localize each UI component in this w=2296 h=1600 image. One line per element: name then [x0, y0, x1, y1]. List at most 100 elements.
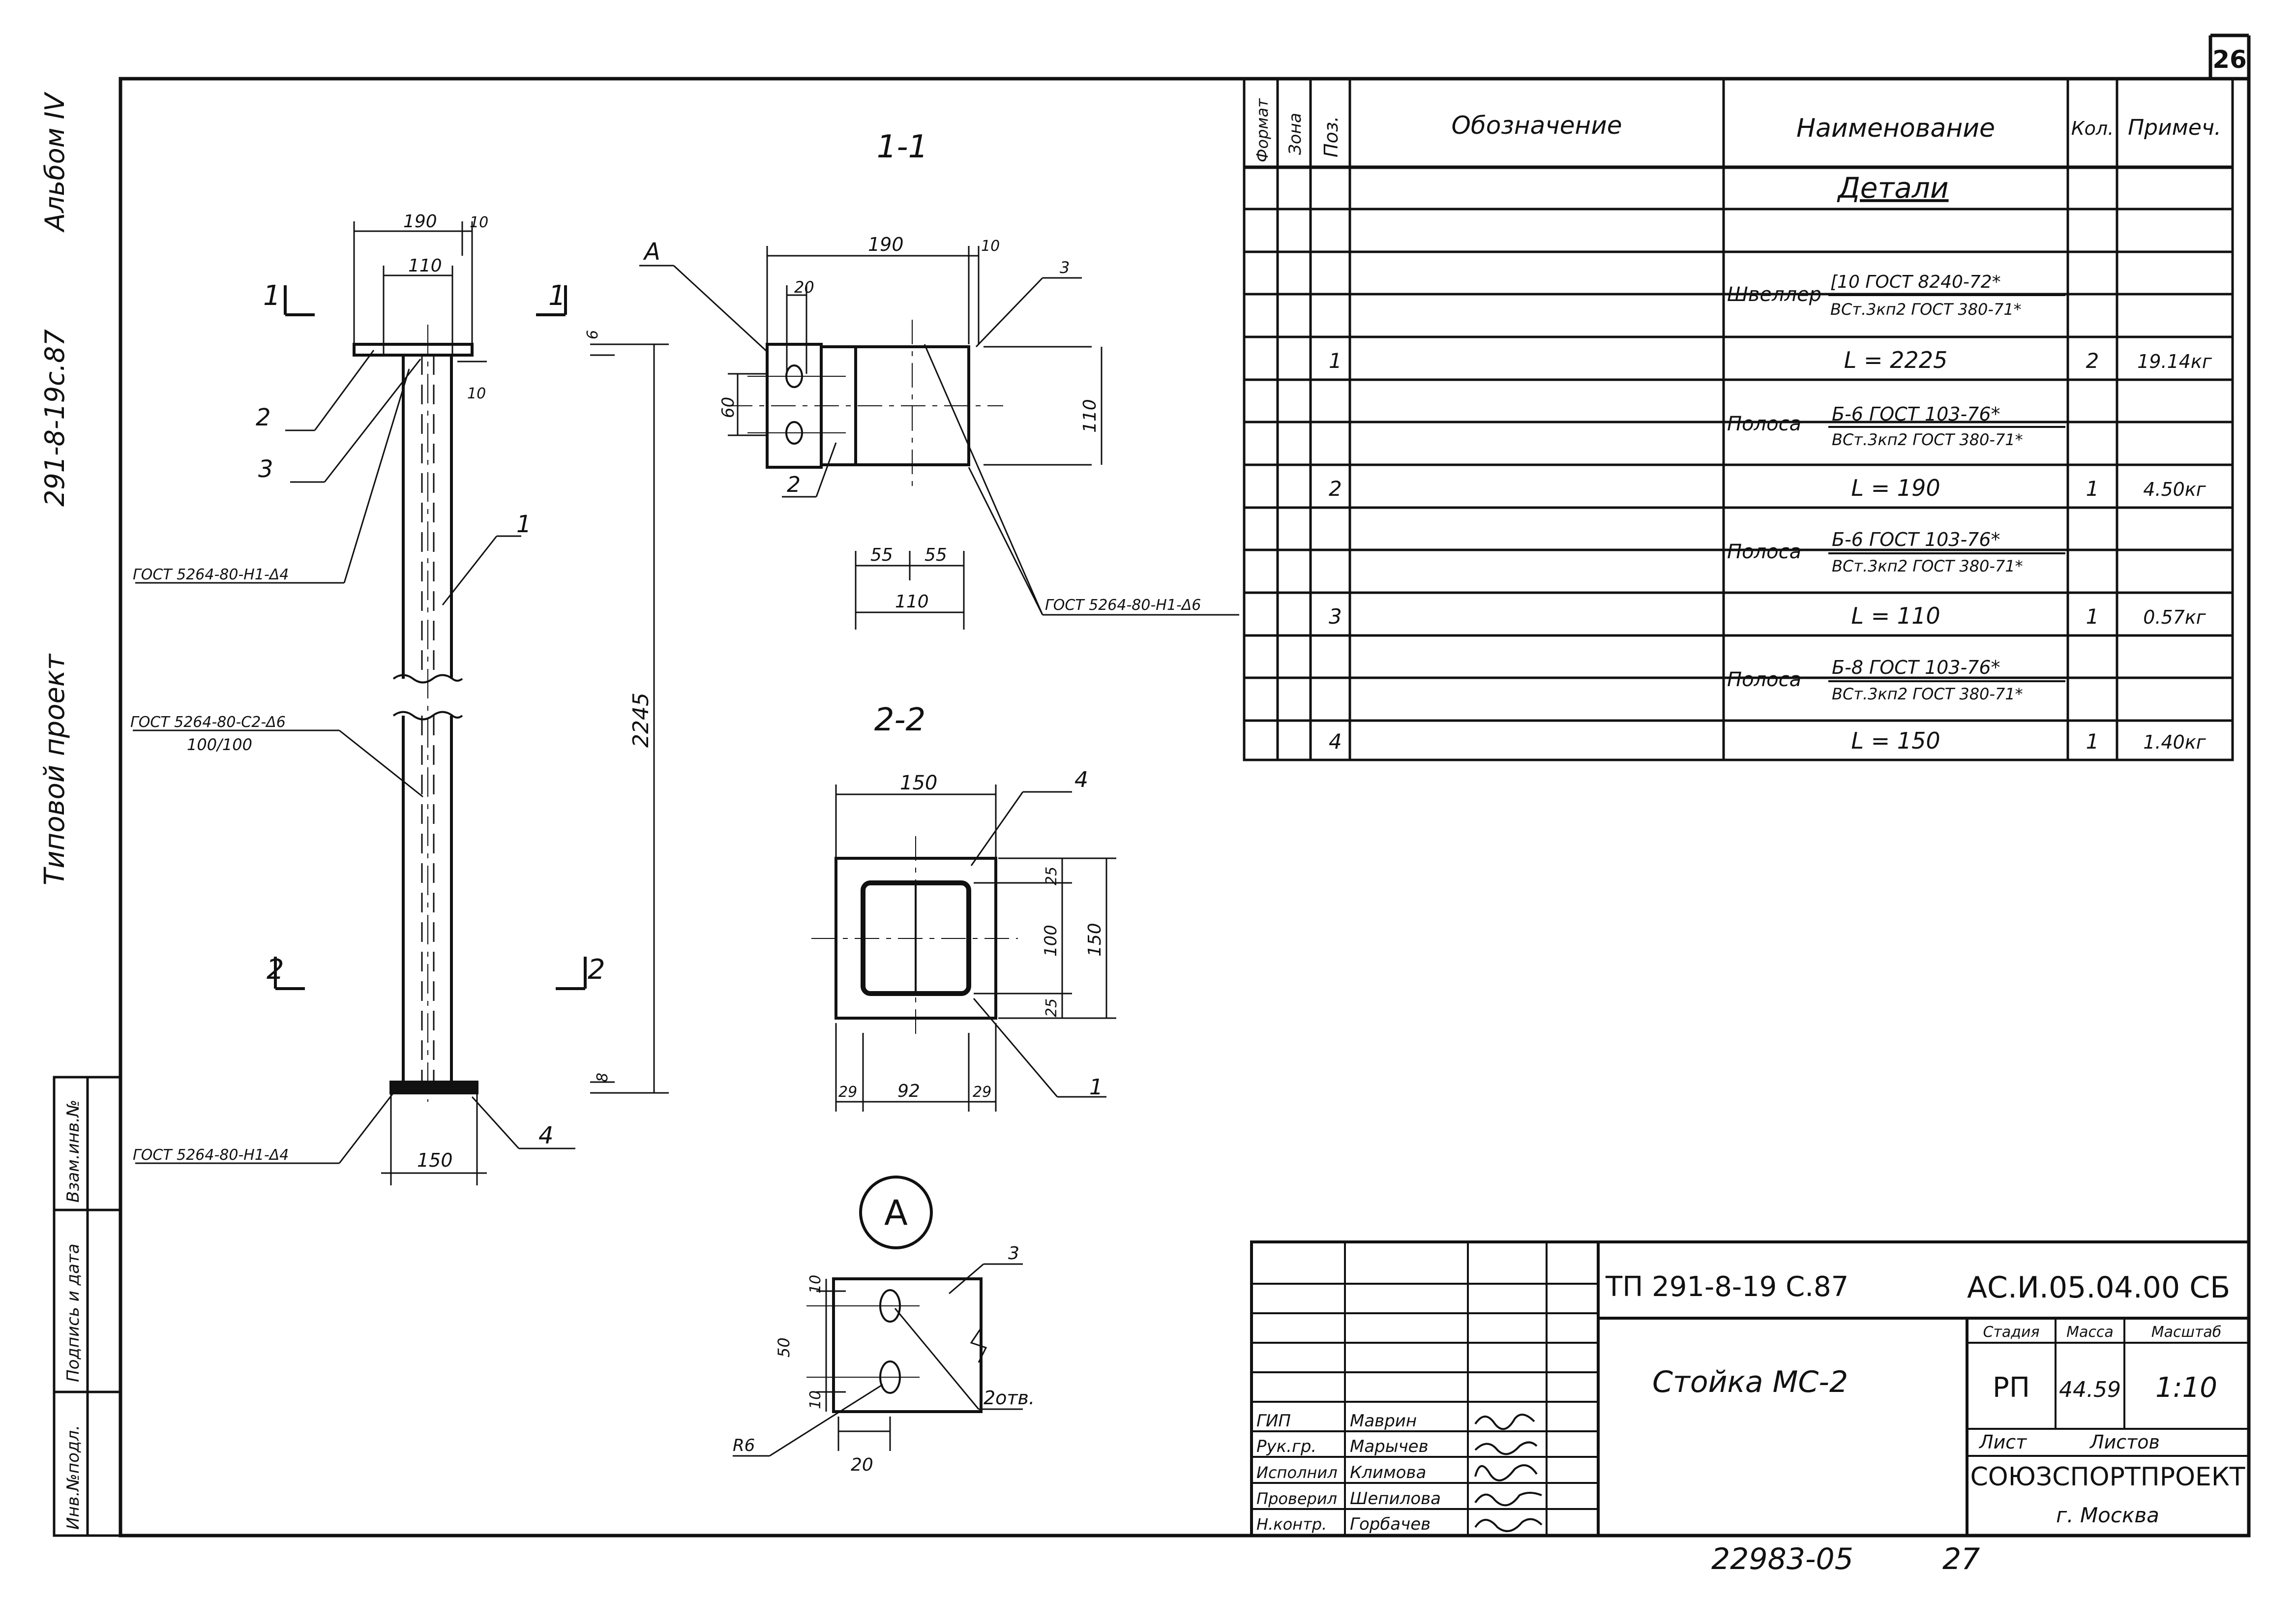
sig-role: Проверил	[1256, 1489, 1337, 1508]
stamp-sign: Подпись и дата	[63, 1243, 83, 1382]
post-bottom-dim	[381, 1093, 487, 1185]
dim-10-side: 10	[467, 385, 486, 402]
spec-qty: 1	[2086, 604, 2099, 629]
elevation-leaders	[133, 350, 575, 1164]
side-series: 291-8-19с.87	[39, 329, 70, 507]
doc-designation: АС.И.05.04.00 СБ	[1967, 1270, 2230, 1305]
dim-150-s22: 150	[900, 772, 937, 794]
spec-header-note: Примеч.	[2128, 115, 2221, 140]
mass-value: 44.59	[2059, 1377, 2121, 1402]
holes-label: 2отв.	[984, 1387, 1035, 1409]
spec-note: 1.40кг	[2143, 731, 2207, 753]
post-elevation	[353, 325, 478, 1102]
bottom-page: 27	[1942, 1542, 1980, 1576]
spec-note: 0.57кг	[2143, 606, 2207, 628]
sig-role: ГИП	[1256, 1411, 1291, 1431]
dim-20-detA: 20	[851, 1455, 873, 1475]
dim-10: 10	[470, 214, 488, 231]
spec-row-top: Б-6 ГОСТ 103-76*	[1832, 403, 2000, 425]
spec-row-name: Полоса	[1727, 413, 1801, 435]
section-2-2	[811, 836, 1018, 1038]
doc-code: ТП 291-8-19 С.87	[1605, 1271, 1849, 1303]
spec-note: 4.50кг	[2143, 479, 2207, 500]
sig-role: Рук.гр.	[1256, 1437, 1316, 1456]
dim-10-detA-bot: 10	[807, 1390, 824, 1409]
dim-150-elev: 150	[417, 1149, 453, 1171]
dim-190: 190	[403, 211, 437, 232]
dim-150-s22-v: 150	[1085, 923, 1105, 957]
dim-92-s22: 92	[897, 1081, 920, 1101]
sig-role: Исполнил	[1256, 1463, 1338, 1482]
detail-A	[806, 1176, 987, 1413]
stage-value: РП	[1993, 1372, 2030, 1404]
spec-table	[1243, 77, 2234, 761]
section-1-1	[728, 320, 1003, 492]
weld-mid-label: ГОСТ 5264-80-С2-Δ6	[130, 714, 286, 731]
pos-1-elev: 1	[516, 511, 532, 538]
dim-2245: 2245	[628, 693, 654, 748]
section-2-2-dims	[835, 785, 1116, 1112]
sig-name: Горбачев	[1350, 1514, 1431, 1534]
dim-110-s11: 110	[895, 592, 929, 612]
post-top-dims	[353, 221, 487, 362]
spec-pos: 1	[1329, 349, 1342, 373]
spec-header-pos: Поз.	[1320, 116, 1342, 157]
side-stamp	[53, 1076, 122, 1537]
dim-25a-s22: 25	[1043, 867, 1060, 885]
stamp-repl: Взам.инв.№	[63, 1100, 83, 1203]
section-1-1-dims	[639, 246, 1239, 630]
sheet-frame	[119, 33, 2251, 1538]
pos-4-s22: 4	[1074, 767, 1088, 792]
dim-29a-s22: 29	[838, 1084, 857, 1101]
cut-label-1-right: 1	[548, 280, 566, 312]
spec-row-bottom: ВСт.3кп2 ГОСТ 380-71*	[1832, 557, 2023, 575]
side-project: Типовой проект	[39, 653, 71, 885]
dim-110-s11-v: 110	[1080, 399, 1100, 433]
spec-qty: 1	[2086, 477, 2099, 501]
dim-29b-s22: 29	[973, 1084, 991, 1101]
spec-item-name: L = 110	[1851, 603, 1940, 629]
pos-3-s11: 3	[1060, 258, 1070, 277]
weld-s11-label: ГОСТ 5264-80-Н1-Δ6	[1045, 597, 1201, 614]
page-number: 26	[2212, 45, 2247, 74]
spec-item-name: L = 190	[1851, 475, 1940, 501]
spec-row-name: Полоса	[1727, 668, 1801, 691]
spec-header-designation: Обозначение	[1452, 111, 1622, 140]
spec-row-name: Швеллер	[1727, 283, 1821, 306]
side-album: Альбом IV	[39, 91, 70, 233]
org-city: г. Москва	[2056, 1503, 2159, 1527]
radius-R6: R6	[733, 1436, 755, 1455]
sheets-label: Листов	[2089, 1431, 2160, 1453]
spec-row-top: Б-6 ГОСТ 103-76*	[1832, 529, 2000, 550]
post-height-dim	[590, 343, 669, 1094]
dim-60-s11: 60	[718, 397, 738, 418]
spec-qty: 1	[2086, 729, 2099, 754]
sig-name: Шепилова	[1350, 1489, 1441, 1509]
spec-header-zone: Зона	[1285, 113, 1305, 155]
weld-top-label: ГОСТ 5264-80-Н1-Δ4	[133, 566, 289, 583]
pos-4-elev: 4	[538, 1122, 554, 1149]
pos-3-detA: 3	[1008, 1243, 1019, 1264]
section-2-2-title: 2-2	[874, 702, 926, 738]
detail-A-dims	[733, 1263, 1023, 1457]
dim-10-s11: 10	[981, 238, 1000, 255]
stage-header: Стадия	[1983, 1324, 2039, 1341]
detail-callout-A: A	[643, 238, 660, 266]
spec-qty: 2	[2086, 349, 2099, 373]
cut-markers-1	[284, 285, 567, 316]
pos-3-elev: 3	[258, 455, 273, 483]
spec-pos: 4	[1329, 729, 1342, 754]
mass-header: Масса	[2066, 1324, 2114, 1341]
signature-scribbles	[1474, 1414, 1543, 1532]
cut-label-2-right: 2	[588, 954, 605, 986]
dim-190-s11: 190	[868, 234, 904, 255]
dim-8: 8	[594, 1073, 611, 1082]
dim-55a-s11: 55	[870, 545, 893, 565]
cut-label-2-left: 2	[267, 954, 284, 986]
pos-2-s11: 2	[787, 472, 801, 497]
spec-section-title: Детали	[1836, 171, 1948, 205]
dim-10-detA-top: 10	[807, 1275, 824, 1294]
sheet-label: Лист	[1978, 1431, 2028, 1453]
org-name: СОЮЗСПОРТПРОЕКТ	[1970, 1462, 2245, 1492]
